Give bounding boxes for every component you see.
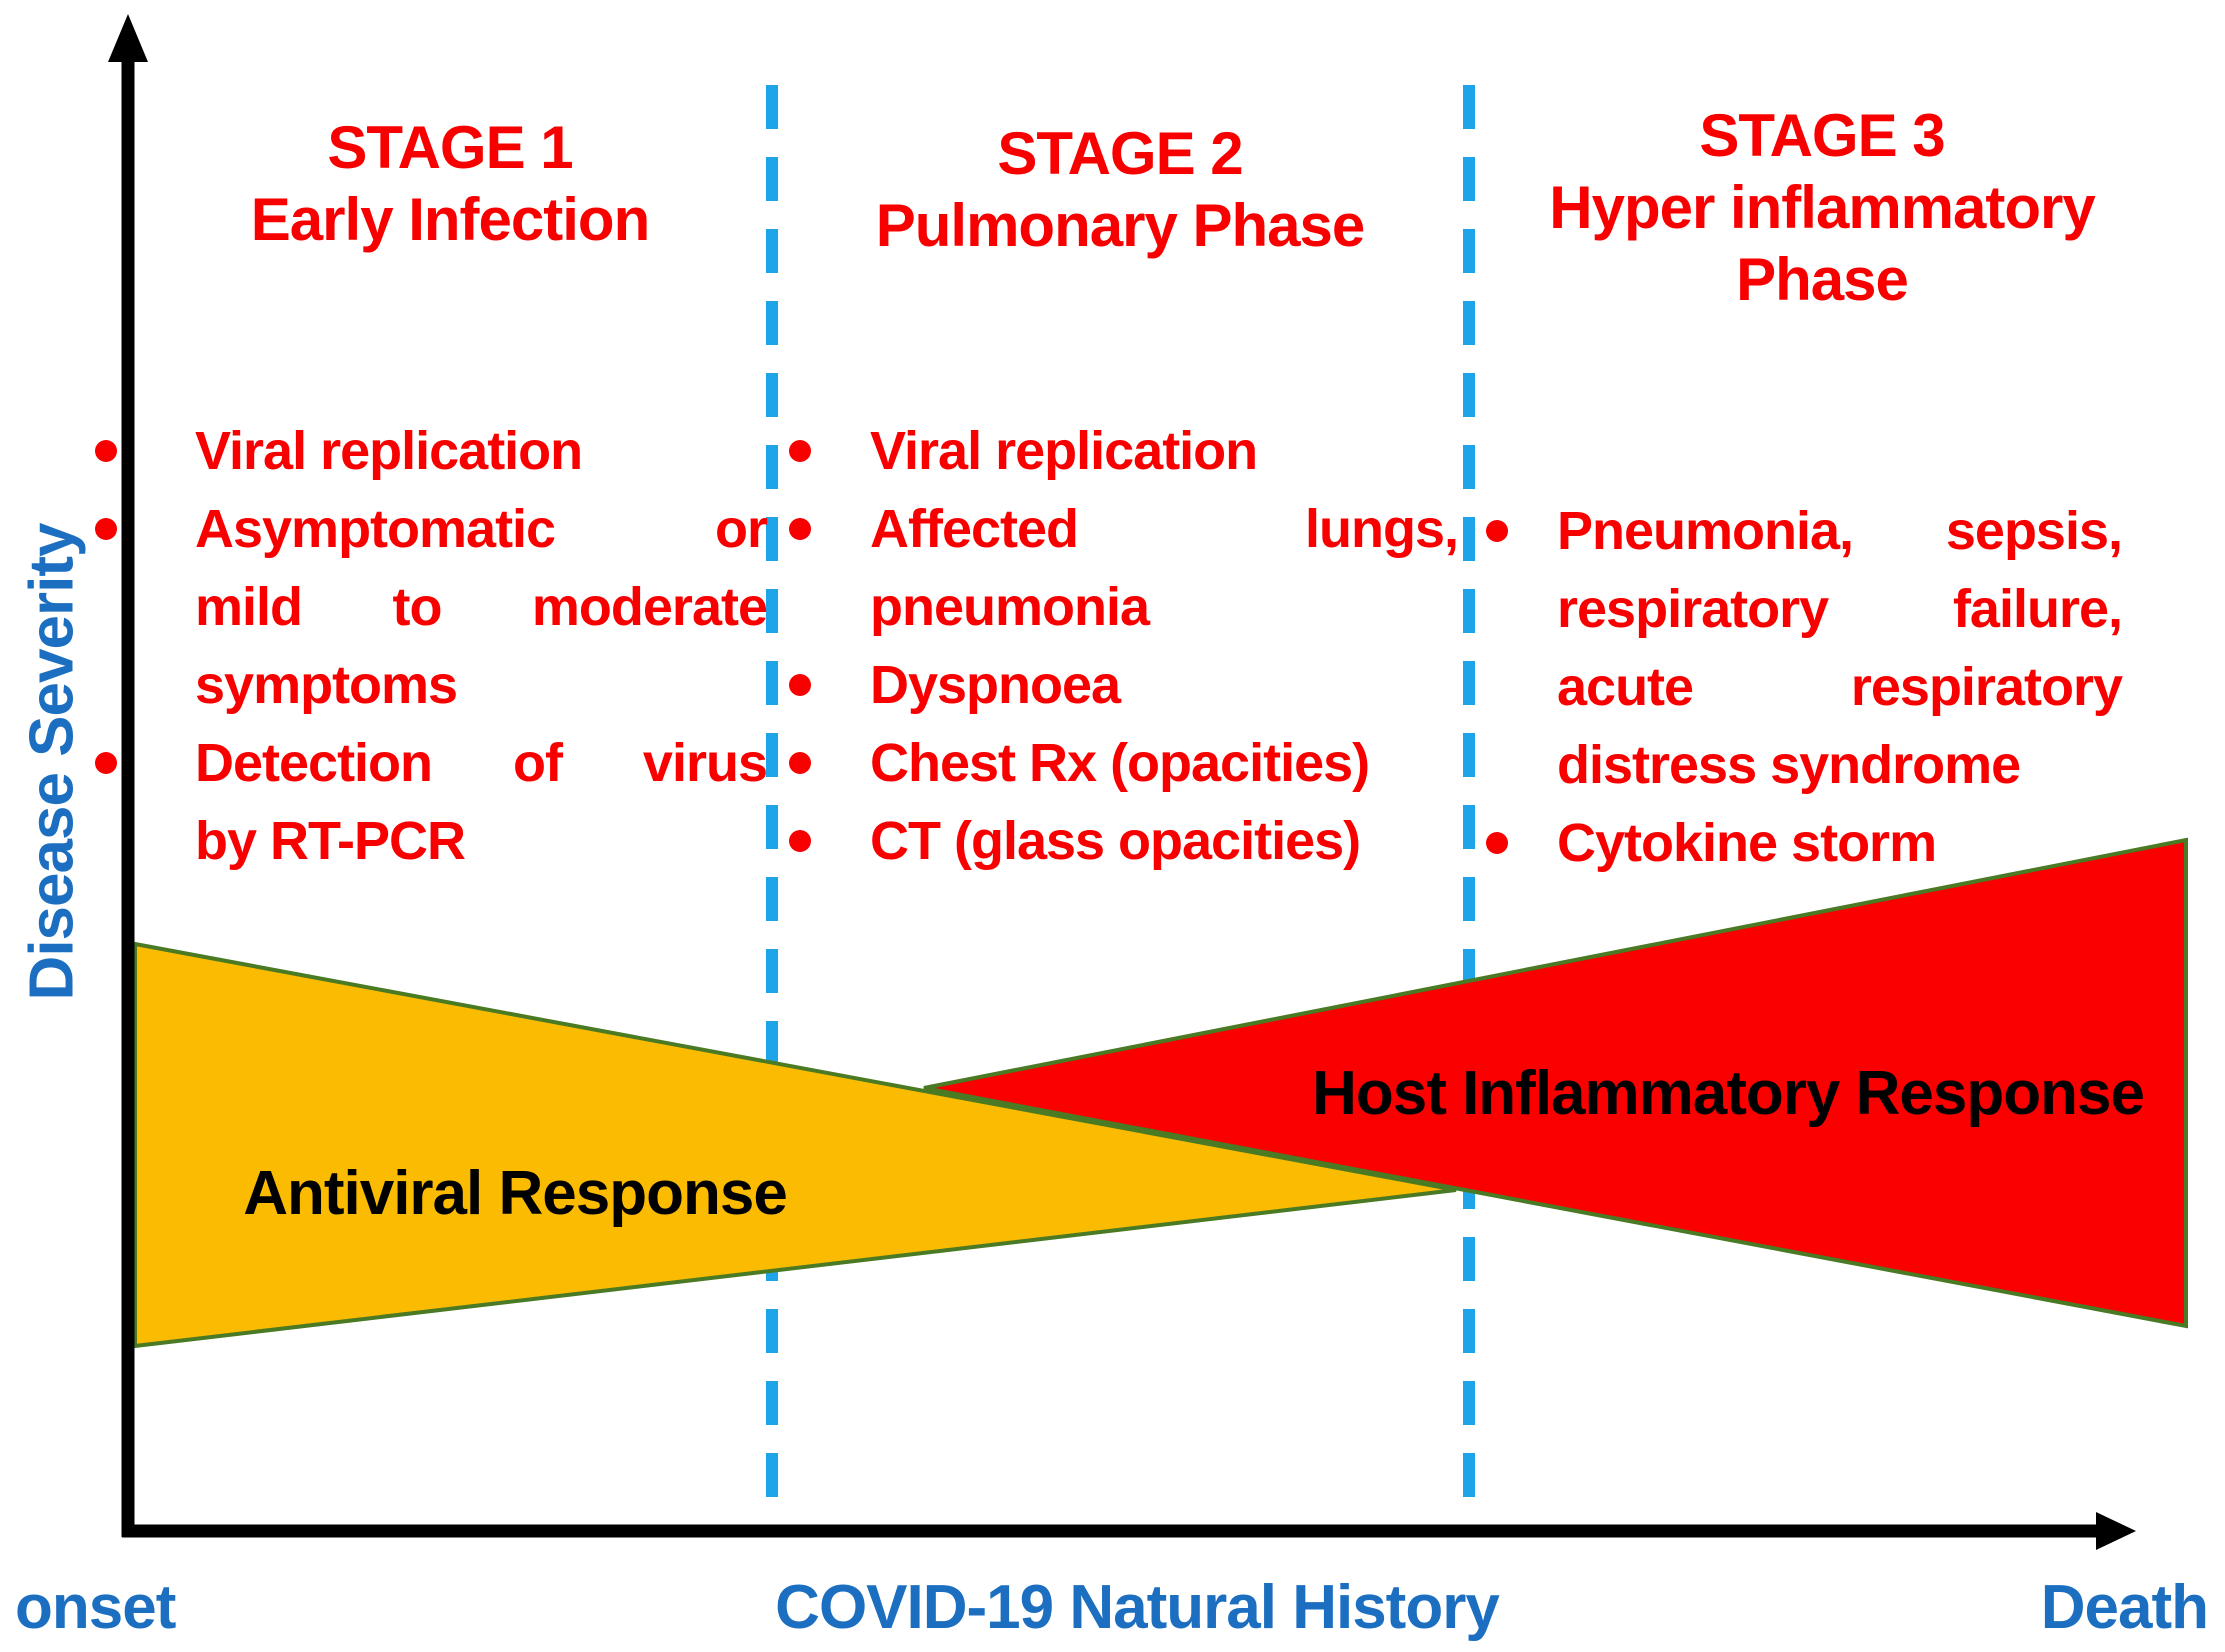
bullet-text: Chest Rx (opacities) bbox=[870, 724, 1458, 802]
y-axis-label: Disease Severity bbox=[17, 523, 87, 1001]
bullet-dot-icon bbox=[95, 752, 117, 774]
bullet-line: respiratory failure, bbox=[1557, 579, 2123, 639]
stage-title-line: STAGE 2 bbox=[997, 120, 1243, 187]
bullet-dot-icon bbox=[95, 518, 117, 540]
bullet-item: Dyspnoea bbox=[778, 646, 1458, 724]
bullet-line: Detection of virus bbox=[195, 733, 768, 793]
bullet-item: CT (glass opacities) bbox=[778, 802, 1458, 880]
bullet-dot-column bbox=[778, 646, 870, 696]
bullet-text: Viral replication bbox=[870, 412, 1458, 490]
bullet-dot-column bbox=[1462, 492, 1557, 542]
bullet-dot-icon bbox=[1486, 520, 1508, 542]
stage-title-line: Pulmonary Phase bbox=[875, 192, 1366, 259]
bullet-line: Chest Rx (opacities) bbox=[870, 733, 1370, 793]
bullet-dot-icon bbox=[789, 674, 811, 696]
bullet-text: Asymptomatic or mild to moderate symptoms bbox=[195, 490, 768, 724]
bullet-line: Affected lungs, bbox=[870, 499, 1459, 559]
bullet-text: CT (glass opacities) bbox=[870, 802, 1458, 880]
bullet-item: Cytokine storm bbox=[1462, 804, 2122, 882]
x-axis-death-label: Death bbox=[2040, 1573, 2209, 1642]
bullet-dot-icon bbox=[789, 518, 811, 540]
bullet-text: Viral replication bbox=[195, 412, 767, 490]
bullet-line: by RT-PCR bbox=[195, 811, 466, 871]
stage-title-line: STAGE 3 bbox=[1699, 102, 1945, 169]
bullet-dot-icon bbox=[789, 752, 811, 774]
host-inflammatory-response-triangle bbox=[923, 837, 2188, 1329]
bullet-line: Viral replication bbox=[195, 421, 583, 481]
bullet-line: mild to moderate bbox=[195, 577, 768, 637]
x-axis-arrowhead bbox=[2096, 1512, 2136, 1550]
bullet-text: Detection of virus by RT-PCR bbox=[195, 724, 768, 880]
bullet-dot-column bbox=[778, 724, 870, 774]
bullet-line: acute respiratory bbox=[1557, 657, 2123, 717]
antiviral-response-label: Antiviral Response bbox=[243, 1159, 788, 1228]
host-inflammatory-response-label: Host Inflammatory Response bbox=[1312, 1059, 2145, 1128]
stage-title-line: Hyper inflammatory bbox=[1549, 174, 2096, 241]
stage-title-line: Phase bbox=[1736, 246, 1909, 313]
bullet-line: Pneumonia, sepsis, bbox=[1557, 501, 2123, 561]
bullet-dot-icon bbox=[789, 440, 811, 462]
bullet-dot-icon bbox=[789, 830, 811, 852]
bullet-line: symptoms bbox=[195, 655, 458, 715]
stage-title-line: Early Infection bbox=[250, 186, 650, 253]
bullet-item: Chest Rx (opacities) bbox=[778, 724, 1458, 802]
bullet-text: Dyspnoea bbox=[870, 646, 1458, 724]
bullet-dot-column bbox=[95, 490, 195, 540]
bullet-dot-column bbox=[778, 802, 870, 852]
bullet-line: Asymptomatic or bbox=[195, 499, 768, 559]
x-axis-onset-label: onset bbox=[15, 1573, 176, 1642]
stage-3-bullet-list: Pneumonia, sepsis, respiratory failure, ac… bbox=[1462, 492, 2123, 882]
bullet-dot-icon bbox=[95, 440, 117, 462]
bullet-text: Pneumonia, sepsis, respiratory failure, ac… bbox=[1557, 492, 2123, 804]
bullet-dot-column bbox=[778, 412, 870, 462]
bullet-line: pneumonia bbox=[870, 577, 1150, 637]
bullet-item: Detection of virus by RT-PCR bbox=[95, 724, 768, 880]
bullet-item: Pneumonia, sepsis, respiratory failure, ac… bbox=[1462, 492, 2123, 804]
bullet-item: Viral replication bbox=[778, 412, 1458, 490]
bullet-dot-column bbox=[1462, 804, 1557, 854]
bullet-dot-column bbox=[95, 412, 195, 462]
bullet-line: distress syndrome bbox=[1557, 735, 2021, 795]
stage-title-line: STAGE 1 bbox=[327, 114, 573, 181]
bullet-line: Viral replication bbox=[870, 421, 1258, 481]
x-axis-title: COVID-19 Natural History bbox=[775, 1573, 1500, 1642]
bullet-line: CT (glass opacities) bbox=[870, 811, 1361, 871]
bullet-item: Viral replication bbox=[95, 412, 767, 490]
antiviral-response-triangle bbox=[133, 941, 1457, 1349]
bullet-line: Cytokine storm bbox=[1557, 813, 1937, 873]
bullet-line: Dyspnoea bbox=[870, 655, 1121, 715]
bullet-dot-column bbox=[778, 490, 870, 540]
y-axis-arrowhead bbox=[108, 14, 148, 62]
bullet-dot-column bbox=[95, 724, 195, 774]
bullet-item: Asymptomatic or mild to moderate symptoms bbox=[95, 490, 768, 724]
bullet-text: Affected lungs, pneumonia bbox=[870, 490, 1459, 646]
bullet-text: Cytokine storm bbox=[1557, 804, 2122, 882]
bullet-dot-icon bbox=[1486, 832, 1508, 854]
bullet-item: Affected lungs, pneumonia bbox=[778, 490, 1459, 646]
